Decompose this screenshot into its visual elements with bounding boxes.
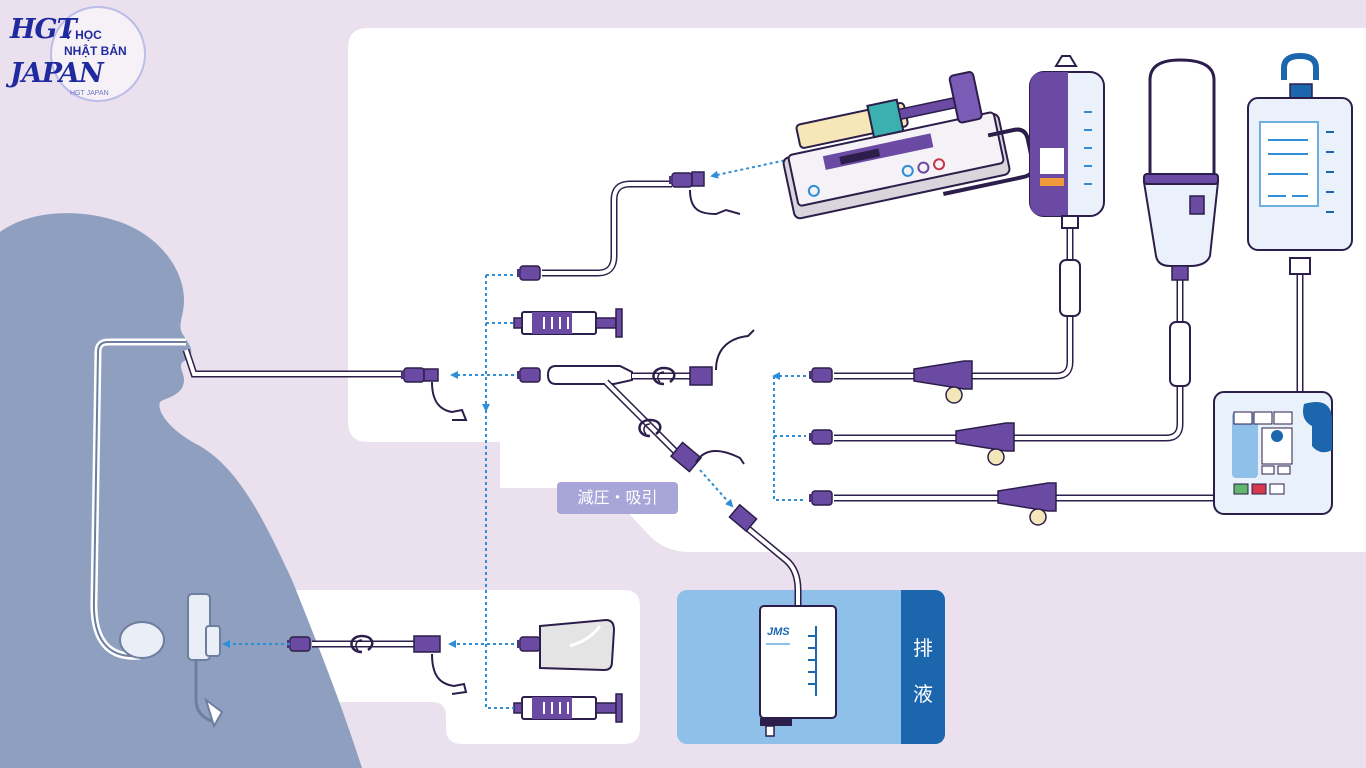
- drainage-char-2: 液: [913, 682, 933, 706]
- decompression-suction-label: 減圧・吸引: [557, 482, 678, 514]
- stomach: [119, 621, 165, 659]
- logo-text-top: HGT: [10, 14, 77, 45]
- main-panel: [348, 28, 1366, 552]
- feed-bag-blue: [1247, 52, 1353, 251]
- logo-text-bottom: JAPAN: [10, 58, 104, 89]
- drainage-char-1: 排: [913, 636, 933, 660]
- y-connector: [546, 365, 633, 385]
- logo-subtext-2: NHẬT BẢN: [64, 44, 127, 58]
- main-connector: [400, 367, 425, 383]
- feed-container-hanging: [1142, 58, 1220, 281]
- feeding-pump: [1213, 391, 1333, 515]
- logo-subtext-1: Y HỌC: [64, 28, 102, 42]
- syringe-pump: [782, 71, 1036, 220]
- drainage-label: 排 液: [901, 590, 945, 744]
- logo-caption: HGT JAPAN: [70, 90, 109, 97]
- drainage-bag: [759, 605, 837, 719]
- bag-brand-label: JMS: [767, 626, 790, 638]
- feed-bag-purple: [1029, 55, 1105, 229]
- body-silhouette: [0, 213, 362, 768]
- logo-circle: [50, 6, 146, 102]
- brand-logo: HGT JAPAN Y HỌC NHẬT BẢN HGT JAPAN: [6, 4, 146, 108]
